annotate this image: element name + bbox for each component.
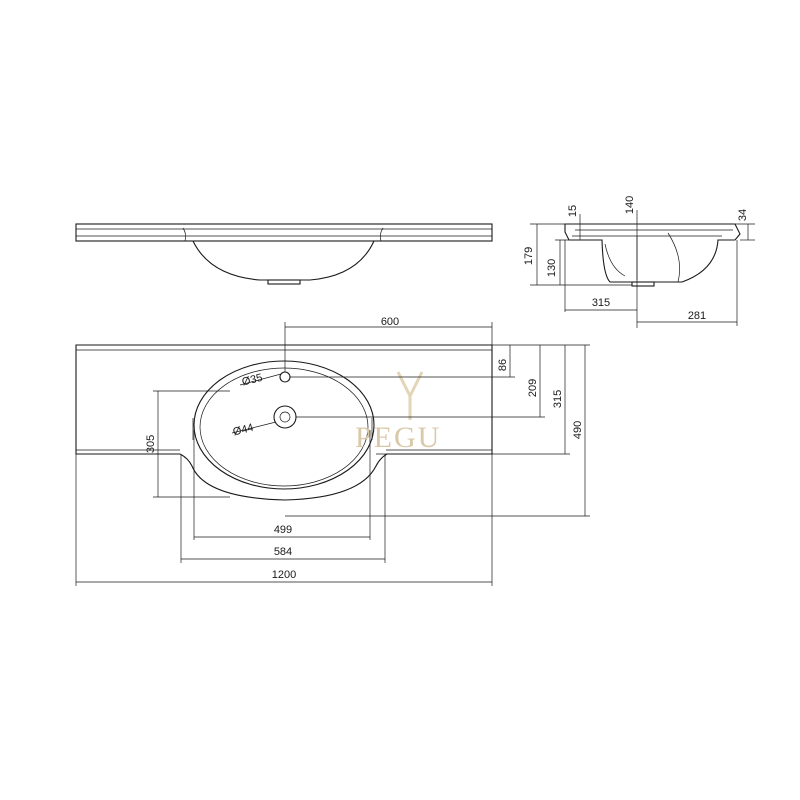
side-dim-34: 34	[737, 209, 749, 221]
plan-dim-499: 499	[274, 524, 292, 536]
side-dim-179: 179	[523, 247, 535, 265]
side-dim-140: 140	[624, 196, 636, 214]
side-elevation: 179 130 15 140 34 315 281	[523, 196, 755, 328]
plan-dim-1200: 1200	[272, 569, 296, 581]
plan-dim-490: 490	[572, 421, 584, 439]
drain-hole	[273, 405, 297, 429]
watermark-logo: PEGU	[355, 421, 441, 454]
plan-dim-drain-diameter: Ø44	[232, 422, 255, 439]
plan-dim-584: 584	[274, 546, 292, 558]
side-dim-315: 315	[592, 297, 610, 309]
plan-dim-209: 209	[527, 379, 539, 397]
side-dim-15: 15	[567, 205, 579, 217]
plan-view: PEGU 600 Ø35 Ø44 86 209 315 49	[75, 316, 590, 586]
side-dim-130: 130	[546, 259, 558, 277]
plan-dim-600: 600	[381, 316, 399, 328]
plan-dim-faucet-diameter: Ø35	[241, 372, 264, 389]
front-elevation	[75, 223, 493, 285]
plan-dim-315: 315	[552, 390, 564, 408]
faucet-hole	[279, 371, 291, 383]
plan-dim-86: 86	[497, 359, 509, 371]
plan-dim-305: 305	[145, 435, 157, 453]
side-dim-281: 281	[688, 310, 706, 322]
